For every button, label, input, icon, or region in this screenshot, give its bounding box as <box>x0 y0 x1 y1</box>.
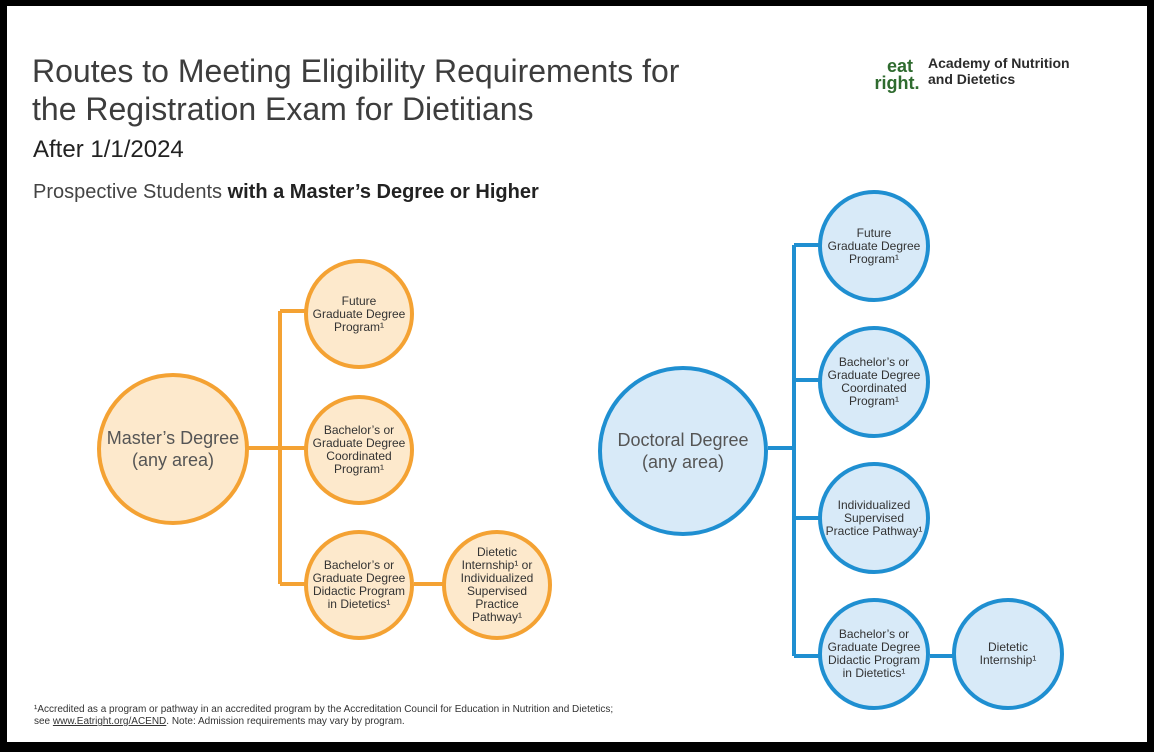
left-final-internship-or-ispp: Dietetic Internship¹ or Individualized S… <box>442 530 552 640</box>
right-option-didactic: Bachelor’s or Graduate Degree Didactic P… <box>818 598 930 710</box>
right-final-internship: Dietetic Internship¹ <box>952 598 1064 710</box>
masters-degree-node: Master’s Degree (any area) <box>97 373 249 525</box>
right-option-future-graduate-label: Future Graduate Degree Program¹ <box>827 225 921 266</box>
left-option-future-graduate: Future Graduate Degree Program¹ <box>304 259 414 369</box>
doctoral-degree-node: Doctoral Degree (any area) <box>598 366 768 536</box>
title-line-1: Routes to Meeting Eligibility Requiremen… <box>32 53 680 89</box>
title-line-2: the Registration Exam for Dietitians <box>32 91 534 127</box>
footnote-line-1: ¹Accredited as a program or pathway in a… <box>34 704 614 715</box>
right-connectors <box>768 243 954 658</box>
left-connectors <box>248 309 444 586</box>
audience-bold: with a Master’s Degree or Higher <box>227 181 539 203</box>
right-option-coordinated: Bachelor’s or Graduate Degree Coordinate… <box>818 326 930 438</box>
logo-text-line-1: Academy of Nutrition <box>928 55 1070 71</box>
page-frame <box>7 6 1147 742</box>
masters-degree-label: Master’s Degree (any area) <box>106 428 240 470</box>
footnote-rest: . Note: Admission requirements may vary … <box>166 716 405 727</box>
left-final-label: Dietetic Internship¹ or Individualized S… <box>460 545 534 624</box>
eatright-logo-icon: eat right. <box>875 56 920 93</box>
left-option-didactic: Bachelor’s or Graduate Degree Didactic P… <box>304 530 414 640</box>
right-option-ispp: Individualized Supervised Practice Pathw… <box>818 462 930 574</box>
right-final-label: Dietetic Internship¹ <box>979 640 1037 667</box>
right-option-didactic-label: Bachelor’s or Graduate Degree Didactic P… <box>827 627 921 680</box>
audience-prefix: Prospective Students <box>33 181 222 203</box>
page-title: Routes to Meeting Eligibility Requiremen… <box>32 52 679 128</box>
footnote: ¹Accredited as a program or pathway in a… <box>34 704 794 728</box>
footnote-line-2: see www.Eatright.org/ACEND. Note: Admiss… <box>34 716 794 728</box>
right-option-coordinated-label: Bachelor’s or Graduate Degree Coordinate… <box>827 355 921 408</box>
left-option-future-graduate-label: Future Graduate Degree Program¹ <box>312 293 406 334</box>
page-subtitle: After 1/1/2024 <box>33 136 184 163</box>
right-option-future-graduate: Future Graduate Degree Program¹ <box>818 190 930 302</box>
logo-mark-bottom: right. <box>875 73 920 93</box>
left-option-didactic-label: Bachelor’s or Graduate Degree Didactic P… <box>312 558 406 611</box>
left-option-coordinated: Bachelor’s or Graduate Degree Coordinate… <box>304 395 414 505</box>
logo-text: Academy of Nutrition and Dietetics <box>928 55 1070 87</box>
academy-logo: eat right. Academy of Nutrition and Diet… <box>870 55 1130 95</box>
acend-link[interactable]: www.Eatright.org/ACEND <box>52 716 167 727</box>
logo-text-line-2: and Dietetics <box>928 71 1016 87</box>
left-option-coordinated-label: Bachelor’s or Graduate Degree Coordinate… <box>312 423 406 476</box>
logo-mark-top: eat <box>887 56 913 76</box>
footnote-see: see <box>34 716 53 727</box>
right-option-ispp-label: Individualized Supervised Practice Pathw… <box>825 497 923 538</box>
doctoral-degree-label: Doctoral Degree (any area) <box>617 430 749 472</box>
audience-line: Prospective Students with a Master’s Deg… <box>33 181 539 204</box>
